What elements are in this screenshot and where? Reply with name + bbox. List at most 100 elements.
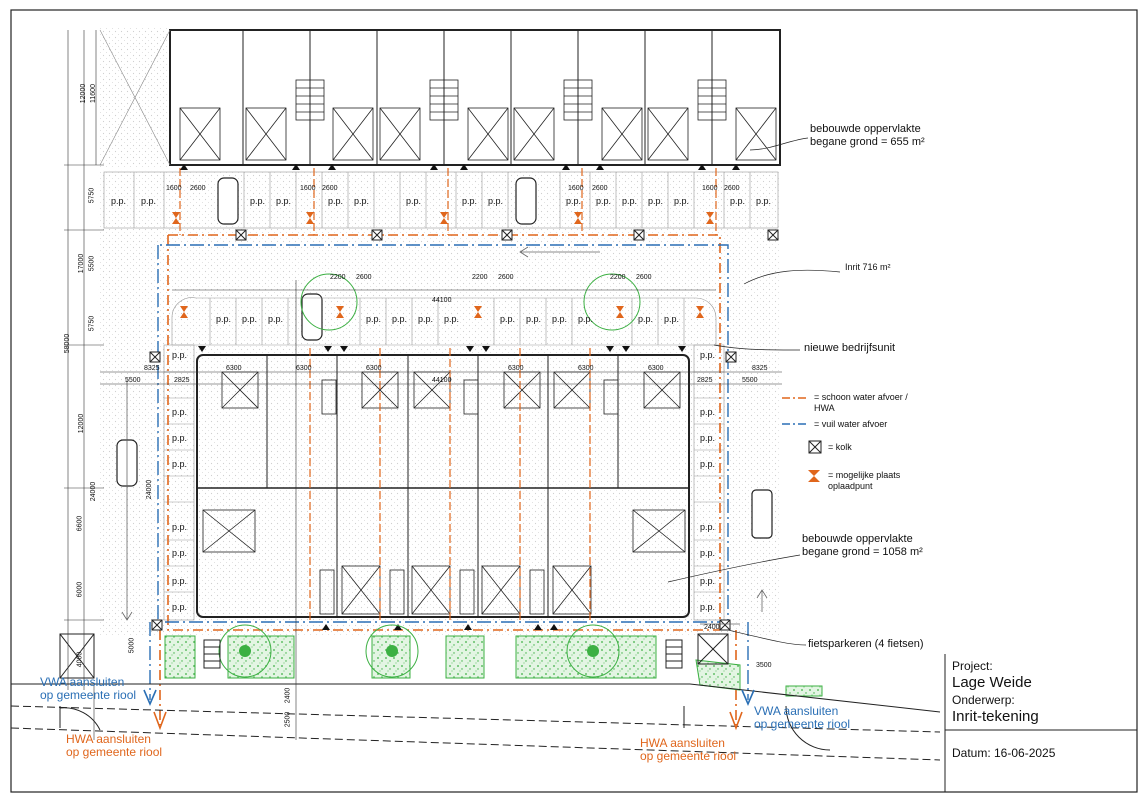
dimension-label: 2200 xyxy=(330,274,346,281)
legend-symbols xyxy=(782,397,822,482)
dimension-label: 11600 xyxy=(89,84,97,103)
built-area-top-label: bebouwde oppervlakte begane grond = 655 … xyxy=(810,123,925,148)
kolk-icon xyxy=(149,229,779,631)
dimension-label: 2400 xyxy=(284,687,292,704)
dimension-label: 1600 xyxy=(166,185,182,192)
dimension-label: 5750 xyxy=(88,187,96,204)
parking-label: p.p. xyxy=(172,602,188,612)
parking-label: p.p. xyxy=(756,196,772,206)
parking-label: p.p. xyxy=(172,459,188,469)
parking-label: p.p. xyxy=(366,314,382,324)
dimension-label: 2200 xyxy=(610,274,626,281)
parking-label: p.p. xyxy=(700,459,716,469)
driving-direction-arrow xyxy=(121,246,768,625)
dimension-label: 2600 xyxy=(724,185,740,192)
drawing-frame xyxy=(10,9,1138,793)
dimension-label: 8325 xyxy=(752,365,768,372)
parking-label: p.p. xyxy=(444,314,460,324)
dimension-label: 6300 xyxy=(578,365,594,372)
dimension-label: 6300 xyxy=(296,365,312,372)
dimension-label: 6600 xyxy=(76,515,84,532)
legend-schoon-water: = schoon water afvoer / HWA xyxy=(814,392,908,413)
charging-point-icon xyxy=(808,470,820,482)
parking-label: p.p. xyxy=(500,314,516,324)
parking-label: p.p. xyxy=(392,314,408,324)
kolk-icon xyxy=(808,440,822,454)
built-area-bottom-label: bebouwde oppervlakte begane grond = 1058… xyxy=(802,533,923,558)
parking-label: p.p. xyxy=(172,350,188,360)
car-icon xyxy=(116,177,773,539)
top-left-bay xyxy=(99,29,171,166)
parking-label: p.p. xyxy=(730,196,746,206)
dimension-label: 2825 xyxy=(174,377,190,384)
dimension-label: 44100 xyxy=(432,297,452,304)
tree-icon xyxy=(300,273,358,331)
parking-label: p.p. xyxy=(700,433,716,443)
dimension-label: 5000 xyxy=(128,637,136,654)
charging-point-icon xyxy=(172,212,714,318)
parking-label: p.p. xyxy=(578,314,594,324)
leader-line xyxy=(667,137,841,646)
dimension-label: 3500 xyxy=(756,662,772,669)
middle-parking-row xyxy=(171,297,717,346)
dimension-label: 2600 xyxy=(356,274,372,281)
paved-area xyxy=(98,170,780,635)
dimension-label: 2825 xyxy=(697,377,713,384)
parking-label: p.p. xyxy=(250,196,266,206)
parking-label: p.p. xyxy=(242,314,258,324)
dimension-label: 2600 xyxy=(322,185,338,192)
parking-label: p.p. xyxy=(172,576,188,586)
bike-rack-icon xyxy=(203,639,683,669)
top-parking-row xyxy=(103,171,779,229)
parking-label: p.p. xyxy=(418,314,434,324)
hwa-right-label: HWA aansluiten op gemeente riool xyxy=(640,736,737,763)
parking-label: p.p. xyxy=(488,196,504,206)
dimension-label: 6000 xyxy=(76,581,84,598)
dimension-label: 2600 xyxy=(636,274,652,281)
parking-label: p.p. xyxy=(216,314,232,324)
parking-label: p.p. xyxy=(700,522,716,532)
project-label: Project: xyxy=(952,659,993,673)
parking-label: p.p. xyxy=(648,196,664,206)
dimension-label: 2600 xyxy=(498,274,514,281)
dimension-label: 8325 xyxy=(144,365,160,372)
dimension-lines xyxy=(64,30,782,740)
parking-label: p.p. xyxy=(638,314,654,324)
vwa-left-label: VWA aansluiten op gemeente riool xyxy=(40,675,137,702)
dimension-label: 58000 xyxy=(64,333,72,354)
parking-label: p.p. xyxy=(566,196,582,206)
parking-label: p.p. xyxy=(552,314,568,324)
dimension-label: 4000 xyxy=(76,651,84,668)
inrit-label: Inrit 716 m² xyxy=(845,262,891,272)
dimension-label: 2600 xyxy=(190,185,206,192)
parking-label: p.p. xyxy=(172,522,188,532)
parking-label: p.p. xyxy=(328,196,344,206)
dimension-label: 12000 xyxy=(78,413,86,434)
dimension-label: 2400 xyxy=(704,624,720,631)
fietsparkeren-label: fietsparkeren (4 fietsen) xyxy=(808,638,924,650)
parking-label: p.p. xyxy=(172,407,188,417)
parking-label: p.p. xyxy=(700,350,716,360)
dimension-label: 5500 xyxy=(125,377,141,384)
dimension-label: 44100 xyxy=(432,377,452,384)
dimension-label: 6300 xyxy=(508,365,524,372)
parking-label: p.p. xyxy=(111,196,127,206)
dimension-label: 5750 xyxy=(88,315,96,332)
hwa-left-label: HWA aansluiten op gemeente riool xyxy=(66,732,163,759)
parking-label: p.p. xyxy=(674,196,690,206)
dimension-label: 2600 xyxy=(592,185,608,192)
tree-icon xyxy=(583,273,641,331)
dimension-label: 17000 xyxy=(78,253,86,274)
parking-label: p.p. xyxy=(700,548,716,558)
parking-label: p.p. xyxy=(622,196,638,206)
dimension-label: 12000 xyxy=(80,83,88,104)
project-name: Lage Weide xyxy=(952,674,1032,691)
subject-name: Inrit-tekening xyxy=(952,708,1039,725)
dimension-label: 1600 xyxy=(568,185,584,192)
parking-label: p.p. xyxy=(172,433,188,443)
dimension-label: 1600 xyxy=(300,185,316,192)
dimension-label: 6300 xyxy=(366,365,382,372)
dimension-label: 2200 xyxy=(472,274,488,281)
legend-kolk: = kolk xyxy=(828,442,852,452)
